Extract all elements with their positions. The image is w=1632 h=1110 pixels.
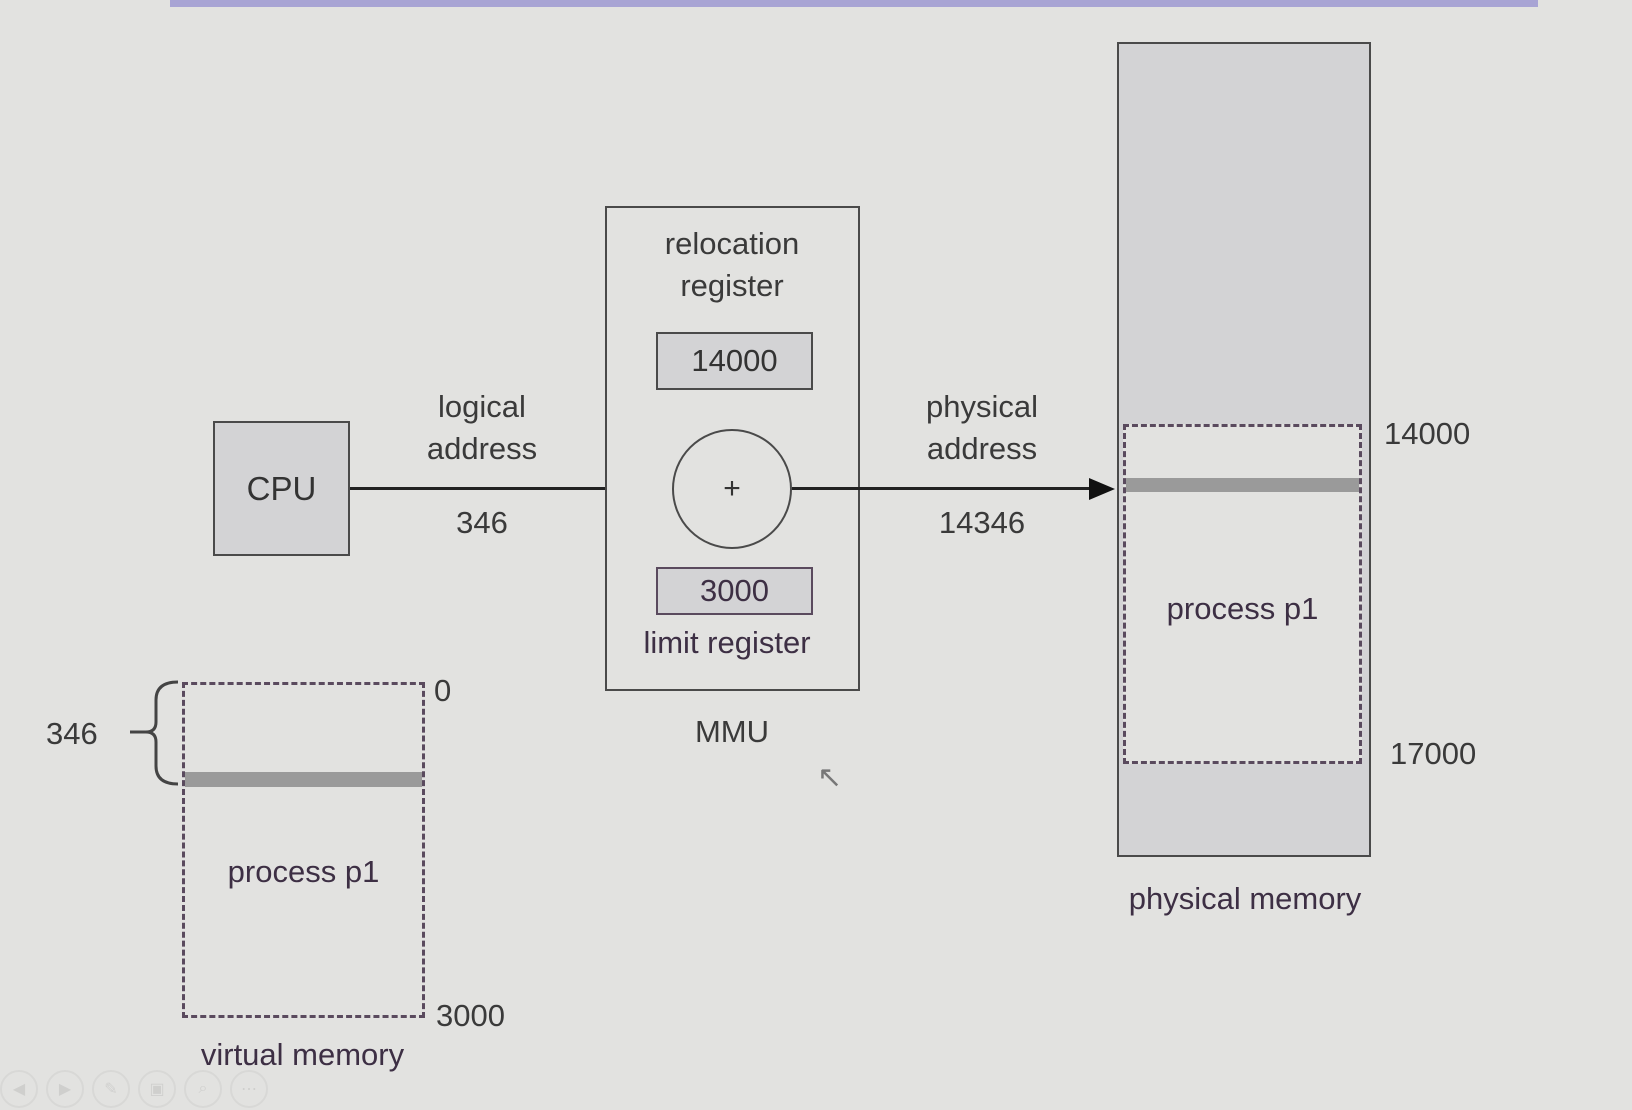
mouse-cursor-icon: ↖ [817,761,843,794]
more-icon[interactable]: ⋯ [230,1070,268,1108]
physical-address-label: physical address [900,386,1064,470]
zoom-icon[interactable]: ⌕ [184,1070,222,1108]
physical-arrow-line [792,487,1089,490]
virtual-start-label: 0 [434,673,452,708]
relocation-label-line1: relocation [664,226,800,261]
pen-icon[interactable]: ✎ [92,1070,130,1108]
virtual-offset-label: 346 [46,716,98,751]
physical-label-line2: address [926,431,1038,466]
relocation-register-value: 14000 [656,332,813,390]
physical-address-value: 14346 [938,505,1026,540]
physical-end-label: 17000 [1390,736,1477,771]
virtual-address-marker [185,772,422,787]
physical-arrowhead [1089,478,1115,500]
logical-address-label: logical address [420,386,544,470]
logical-address-value: 346 [456,505,508,540]
plus-icon: + [723,472,741,505]
cpu-box: CPU [213,421,350,556]
play-icon[interactable]: ▶ [46,1070,84,1108]
logical-label-line2: address [426,431,538,466]
top-rule [170,0,1538,7]
logical-label-line1: logical [438,389,526,424]
mmu-label: MMU [694,714,770,749]
cpu-label: CPU [246,469,317,507]
physical-start-label: 14000 [1384,416,1471,451]
limit-register-label: limit register [643,625,811,660]
back-icon[interactable]: ◀ [0,1070,38,1108]
relocation-register-label: relocation register [640,223,824,307]
limit-register-value: 3000 [656,567,813,615]
physical-address-marker [1126,478,1359,492]
slides-icon[interactable]: ▣ [138,1070,176,1108]
physical-memory-caption: physical memory [1128,881,1362,916]
logical-arrow-line [350,487,646,490]
virtual-process-region [182,682,425,1018]
presentation-toolbar: ◀ ▶ ✎ ▣ ⌕ ⋯ [0,1070,268,1110]
offset-brace [130,680,179,786]
relocation-label-line2: register [680,268,784,303]
virtual-process-label: process p1 [227,854,380,889]
virtual-memory-caption: virtual memory [200,1037,405,1072]
physical-label-line1: physical [926,389,1038,424]
physical-process-label: process p1 [1166,591,1319,626]
adder-circle: + [672,429,792,549]
virtual-end-label: 3000 [436,998,505,1033]
